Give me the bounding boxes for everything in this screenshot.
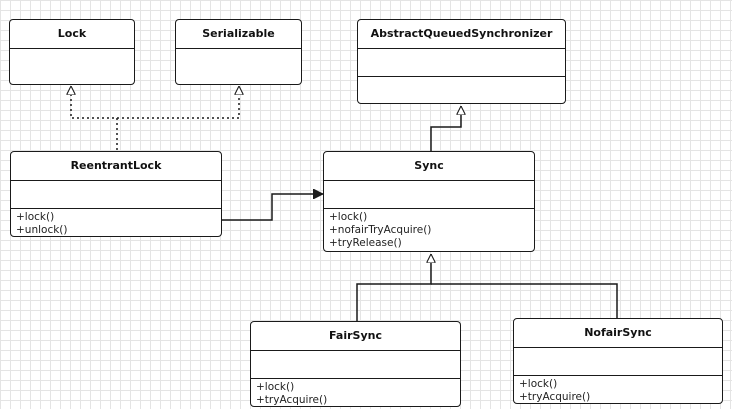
- class-attributes-fairsync: [251, 351, 460, 379]
- operation-label: +tryRelease(): [329, 237, 402, 249]
- class-attributes-abstractqueuedsynchronizer: [358, 49, 565, 77]
- class-box-sync[interactable]: Sync +lock() +nofairTryAcquire() +tryRel…: [323, 151, 535, 252]
- class-box-fairsync[interactable]: FairSync +lock() +tryAcquire(): [250, 321, 461, 407]
- class-box-nofairsync[interactable]: NofairSync +lock() +tryAcquire(): [513, 318, 723, 404]
- generalization-line-fairsync-to-sync: [356, 254, 431, 321]
- class-operations-reentrantlock: +lock() +unlock(): [11, 209, 221, 236]
- class-body-lock: [10, 49, 134, 84]
- class-name-abstractqueuedsynchronizer: AbstractQueuedSynchronizer: [358, 20, 565, 49]
- realization-line-reentrantlock-to-lock: [71, 86, 118, 150]
- class-box-serializable[interactable]: Serializable: [175, 19, 302, 85]
- class-operations-sync: +lock() +nofairTryAcquire() +tryRelease(…: [324, 209, 534, 251]
- class-attributes-nofairsync: [514, 348, 722, 376]
- operation-label: +tryAcquire(): [519, 391, 591, 403]
- operation-label: +lock(): [16, 211, 55, 223]
- class-name-nofairsync: NofairSync: [514, 319, 722, 348]
- generalization-line-sync-to-aqs: [430, 106, 461, 151]
- operation-label: +nofairTryAcquire(): [329, 224, 432, 236]
- class-operations-fairsync: +lock() +tryAcquire(): [251, 379, 460, 406]
- class-box-lock[interactable]: Lock: [9, 19, 135, 85]
- class-attributes-sync: [324, 181, 534, 209]
- class-name-fairsync: FairSync: [251, 322, 460, 351]
- operation-label: +lock(): [329, 211, 368, 223]
- association-line-reentrantlock-to-sync: [222, 194, 323, 221]
- class-box-reentrantlock[interactable]: ReentrantLock +lock() +unlock(): [10, 151, 222, 237]
- class-name-lock: Lock: [10, 20, 134, 49]
- class-body-serializable: [176, 49, 301, 84]
- class-name-serializable: Serializable: [176, 20, 301, 49]
- class-operations-nofairsync: +lock() +tryAcquire(): [514, 376, 722, 403]
- realization-line-reentrantlock-to-serializable: [117, 86, 239, 119]
- generalization-line-nofairsync-to-sync: [431, 283, 618, 318]
- class-box-abstractqueuedsynchronizer[interactable]: AbstractQueuedSynchronizer: [357, 19, 566, 104]
- class-attributes-reentrantlock: [11, 181, 221, 209]
- operation-label: +unlock(): [16, 224, 68, 236]
- class-name-reentrantlock: ReentrantLock: [11, 152, 221, 181]
- operation-label: +tryAcquire(): [256, 394, 328, 406]
- operation-label: +lock(): [256, 381, 295, 393]
- class-operations-abstractqueuedsynchronizer: [358, 77, 565, 103]
- operation-label: +lock(): [519, 378, 558, 390]
- class-name-sync: Sync: [324, 152, 534, 181]
